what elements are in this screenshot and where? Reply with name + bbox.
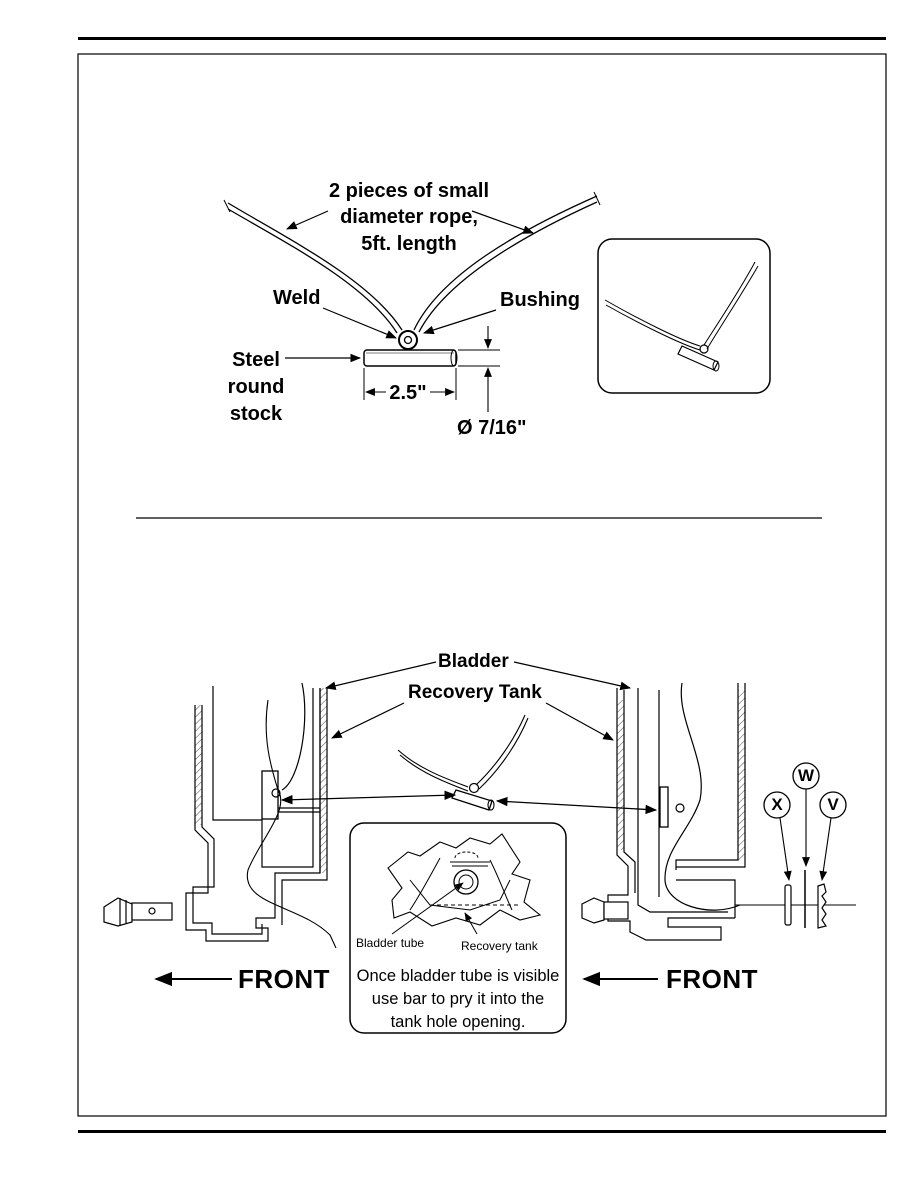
bottom-page-rule bbox=[78, 1130, 886, 1133]
bushing-leader bbox=[422, 309, 497, 335]
instruction-note-line-1: Once bladder tube is visible bbox=[356, 967, 560, 985]
bushing-ring bbox=[398, 330, 418, 350]
tool-to-left-tank-arrow bbox=[280, 790, 457, 805]
tool-inset-box bbox=[597, 238, 771, 394]
callout-v-label: V bbox=[827, 795, 839, 814]
page-frame bbox=[77, 53, 887, 1117]
detail-inset-box bbox=[349, 822, 567, 1034]
rope-left bbox=[223, 199, 403, 334]
bushing-label: Bushing bbox=[500, 289, 580, 311]
steel-round-stock bbox=[363, 349, 457, 367]
rope-leader-right bbox=[471, 210, 535, 234]
recovery-tank-small-label: Recovery tank bbox=[461, 939, 538, 953]
right-tank-section bbox=[607, 682, 856, 941]
callout-x-circle bbox=[763, 791, 791, 819]
length-dimension-label: 2.5" bbox=[389, 382, 427, 404]
steel-label-line-2: round bbox=[227, 376, 285, 398]
rope-label-line-2: diameter rope, bbox=[340, 206, 478, 228]
callout-x-label: X bbox=[771, 795, 783, 814]
instruction-note-line-2: use bar to pry it into the bbox=[371, 990, 545, 1008]
bladder-tube-label: Bladder tube bbox=[356, 936, 425, 950]
weld-label: Weld bbox=[273, 287, 321, 309]
instruction-note-line-3: tank hole opening. bbox=[390, 1013, 526, 1031]
steel-label-line-1: Steel bbox=[232, 349, 280, 371]
front-label-left: FRONT bbox=[238, 964, 331, 994]
diameter-dimension-label: Ø 7/16" bbox=[457, 417, 527, 439]
callout-w-label: W bbox=[797, 766, 815, 785]
left-tank-section bbox=[185, 682, 337, 949]
rope-right bbox=[413, 191, 601, 333]
steel-label-line-3: stock bbox=[229, 403, 283, 425]
tool-inset-drawing bbox=[604, 261, 759, 372]
left-elbow-fitting bbox=[103, 897, 173, 927]
front-label-right: FRONT bbox=[666, 964, 759, 994]
callout-v-circle bbox=[819, 791, 847, 819]
rope-label-line-3: 5ft. length bbox=[361, 233, 457, 255]
tool-to-right-tank-arrow bbox=[495, 796, 658, 815]
rope-leader-left bbox=[286, 210, 329, 230]
detail-inset-drawing bbox=[387, 833, 542, 927]
seal-x bbox=[784, 884, 792, 926]
right-fitting bbox=[581, 897, 629, 924]
top-page-rule bbox=[78, 37, 886, 40]
bladder-label: Bladder bbox=[438, 651, 509, 672]
seal-v bbox=[817, 883, 827, 929]
rope-label-line-1: 2 pieces of small bbox=[328, 180, 490, 202]
weld-leader bbox=[322, 307, 397, 339]
recovery-tank-label: Recovery Tank bbox=[408, 682, 542, 703]
